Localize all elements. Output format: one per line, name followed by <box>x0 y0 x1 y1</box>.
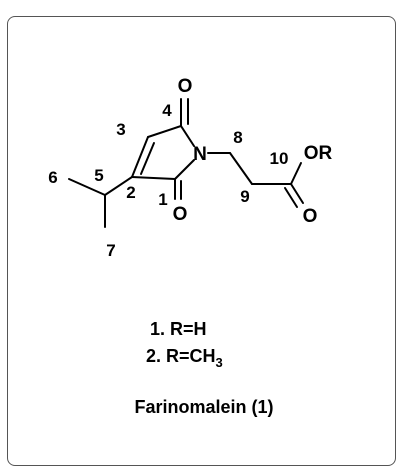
locant-3: 3 <box>116 120 125 139</box>
locant-9: 9 <box>240 187 249 206</box>
atom-n: N <box>193 144 207 165</box>
bond-c10-o-double <box>284 187 298 208</box>
compound-1-label: 1. R=H <box>150 319 207 339</box>
locant-1: 1 <box>158 190 167 209</box>
bond-c2-c5 <box>104 176 133 196</box>
bond-c5-c6 <box>68 178 106 196</box>
atom-or: OR <box>304 143 333 164</box>
bonds <box>68 98 304 228</box>
compound-2-label: 2. R=CH3 <box>146 346 223 370</box>
figure-frame <box>7 16 396 466</box>
locant-8: 8 <box>233 128 242 147</box>
atom-o-top: O <box>178 76 193 97</box>
atom-o-bottom: O <box>173 204 188 225</box>
locant-2: 2 <box>126 183 135 202</box>
bond-c8-c9 <box>229 152 253 185</box>
bond-c2-c3 <box>131 136 149 178</box>
locant-7: 7 <box>106 241 115 260</box>
bond-c2-c3-double <box>140 142 155 175</box>
bond-c4-n <box>180 125 195 147</box>
bond-n-c1 <box>174 159 195 180</box>
bond-c1-c2 <box>131 176 176 180</box>
locant-6: 6 <box>48 168 57 187</box>
figure-caption: Farinomalein (1) <box>134 397 273 417</box>
atom-o-acid: O <box>303 206 318 227</box>
bond-c10-o <box>290 183 304 204</box>
subscript-3: 3 <box>216 355 223 370</box>
bond-c10-or <box>290 162 302 185</box>
bond-c3-c4 <box>147 125 182 138</box>
locant-10: 10 <box>270 149 289 168</box>
locant-4: 4 <box>162 101 172 120</box>
locant-5: 5 <box>94 166 103 185</box>
